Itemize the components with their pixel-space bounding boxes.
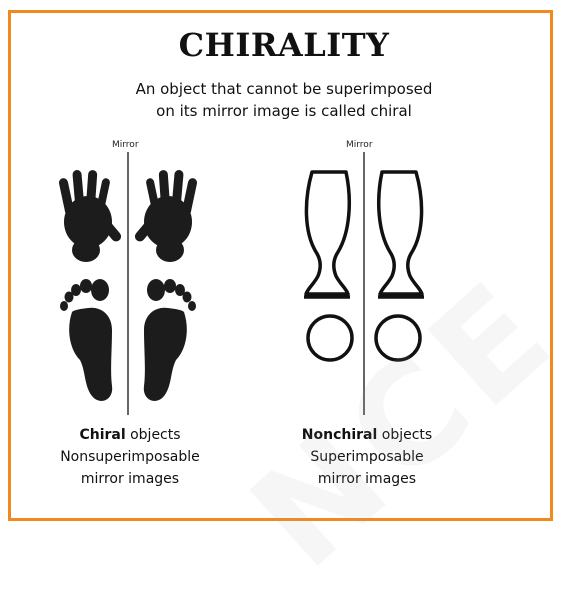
left-circle-icon	[308, 316, 352, 360]
chiral-caption-line-2: Nonsuperimposable	[40, 446, 220, 468]
right-glass-icon	[378, 172, 424, 297]
left-glass-icon	[304, 172, 350, 297]
chiral-caption-rest: objects	[126, 427, 181, 443]
right-foot-print-icon	[144, 279, 196, 401]
chiral-caption-bold: Chiral	[79, 427, 125, 443]
left-foot-print-icon	[60, 279, 112, 401]
right-hand-print-icon	[133, 170, 198, 262]
left-hand-print-icon	[58, 170, 123, 262]
chiral-caption-line-3: mirror images	[40, 468, 220, 490]
chiral-caption-heading: Chiral objects	[40, 424, 220, 446]
chiral-caption: Chiral objects Nonsuperimposable mirror …	[40, 424, 220, 490]
